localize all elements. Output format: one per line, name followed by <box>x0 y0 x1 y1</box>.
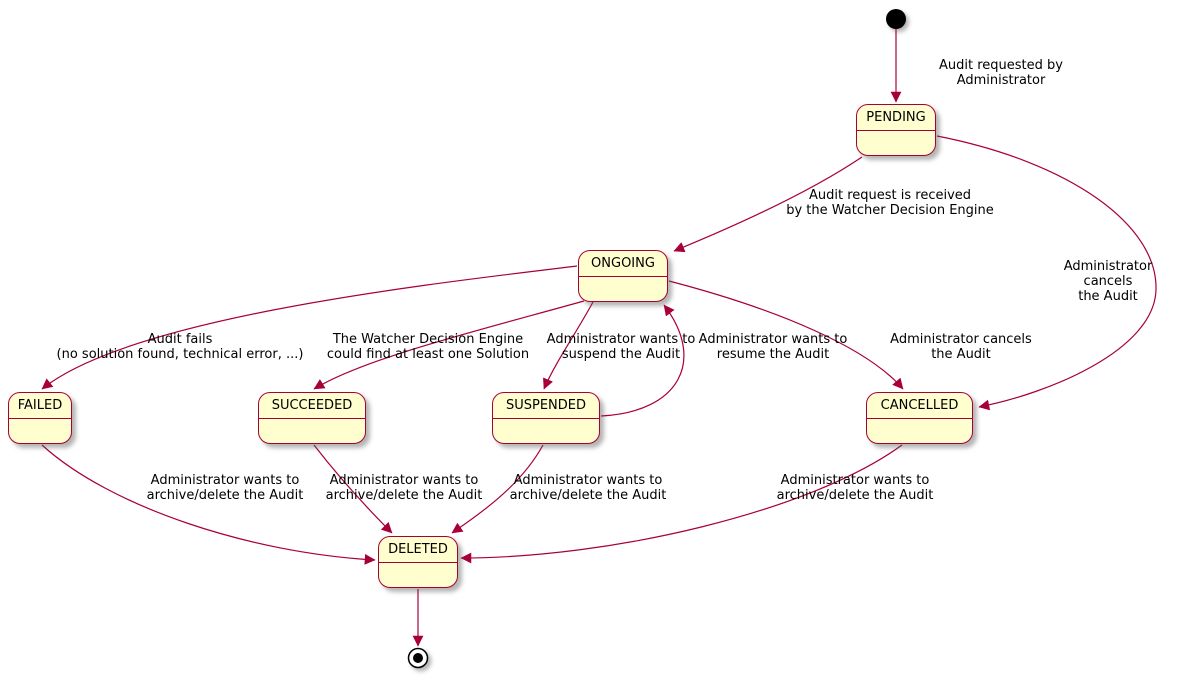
transition-pending-cancelled <box>936 135 1157 411</box>
state-ongoing-title: ONGOING <box>579 251 667 277</box>
transition-label-ongoing-cancelled: Administrator cancels the Audit <box>890 332 1032 362</box>
transition-ongoing-failed <box>41 265 578 390</box>
transition-cancelled-deleted <box>460 444 903 564</box>
transition-ongoing-suspended <box>543 301 594 390</box>
transition-pending-ongoing <box>673 156 863 253</box>
transition-succeeded-deleted <box>313 444 393 534</box>
transition-label-ongoing-failed: Audit fails (no solution found, technica… <box>56 332 304 362</box>
state-succeeded-body <box>259 419 365 443</box>
state-suspended-title: SUSPENDED <box>493 393 599 419</box>
state-failed: FAILED <box>8 392 72 444</box>
transition-label-initial-pending: Audit requested by Administrator <box>939 58 1063 88</box>
transition-label-suspended-ongoing: Administrator wants to resume the Audit <box>698 332 848 362</box>
state-suspended: SUSPENDED <box>492 392 600 444</box>
transition-label-suspended-deleted: Administrator wants to archive/delete th… <box>509 473 667 503</box>
transition-failed-deleted <box>41 444 376 565</box>
transition-label-succeeded-deleted: Administrator wants to archive/delete th… <box>325 473 483 503</box>
initial-state-icon <box>886 9 906 29</box>
state-succeeded: SUCCEEDED <box>258 392 366 444</box>
transition-label-ongoing-succeeded: The Watcher Decision Engine could find a… <box>326 332 530 362</box>
state-pending: PENDING <box>856 104 936 156</box>
transition-label-failed-deleted: Administrator wants to archive/delete th… <box>146 473 304 503</box>
state-pending-title: PENDING <box>857 105 935 131</box>
state-deleted-body <box>379 563 457 587</box>
state-cancelled-body <box>867 419 972 443</box>
state-cancelled-title: CANCELLED <box>867 393 972 419</box>
state-failed-body <box>9 419 71 443</box>
state-failed-title: FAILED <box>9 393 71 419</box>
transition-label-pending-ongoing: Audit request is received by the Watcher… <box>786 188 994 218</box>
state-ongoing-body <box>579 277 667 301</box>
state-cancelled: CANCELLED <box>866 392 973 444</box>
transition-suspended-ongoing <box>600 304 685 417</box>
final-state-icon <box>407 647 429 669</box>
state-deleted: DELETED <box>378 536 458 588</box>
state-pending-body <box>857 131 935 155</box>
state-succeeded-title: SUCCEEDED <box>259 393 365 419</box>
transition-label-cancelled-deleted: Administrator wants to archive/delete th… <box>776 473 934 503</box>
transition-suspended-deleted <box>451 444 544 534</box>
state-deleted-title: DELETED <box>379 537 457 563</box>
transition-label-ongoing-suspended: Administrator wants to suspend the Audit <box>546 332 696 362</box>
transition-ongoing-cancelled <box>668 280 904 390</box>
state-suspended-body <box>493 419 599 443</box>
transition-label-pending-cancelled: Administrator cancels the Audit <box>1063 259 1153 304</box>
transition-ongoing-succeeded <box>313 300 585 390</box>
state-ongoing: ONGOING <box>578 250 668 302</box>
